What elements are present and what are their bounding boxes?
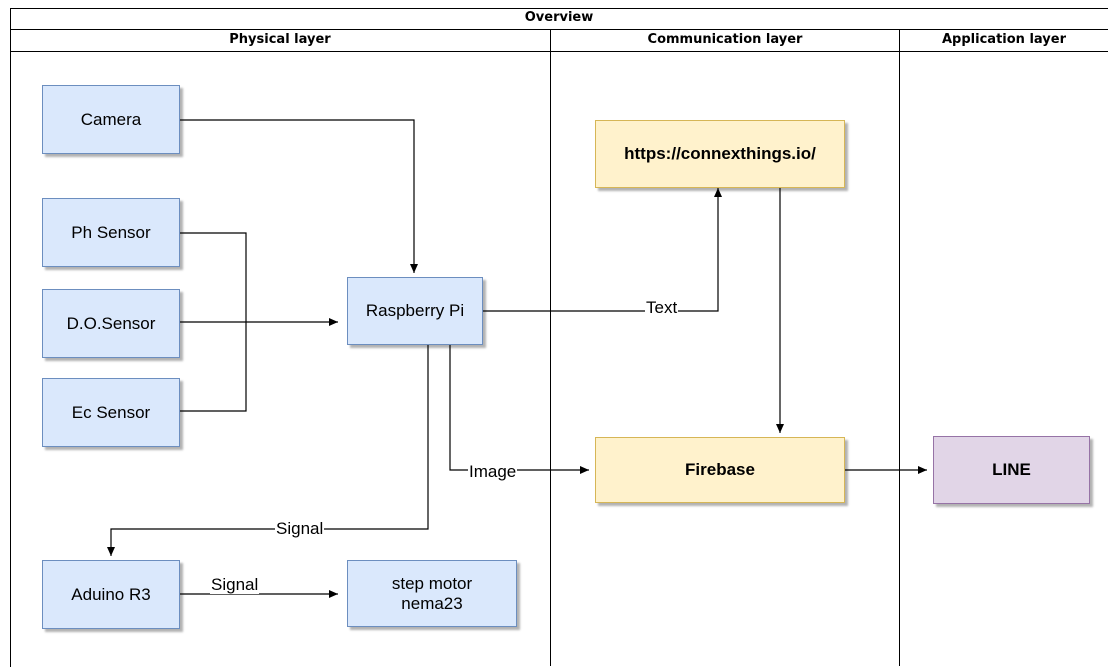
- edge-pi-to-firebase: [449, 345, 589, 474]
- header-divider: [10, 51, 1108, 52]
- node-ph-sensor[interactable]: Ph Sensor: [42, 198, 180, 267]
- node-do-sensor[interactable]: D.O.Sensor: [42, 289, 180, 358]
- node-firebase[interactable]: Firebase: [595, 437, 845, 503]
- node-connexthings[interactable]: https://connexthings.io/: [595, 120, 845, 188]
- step-motor-label-line1: step motor: [391, 573, 473, 593]
- node-line[interactable]: LINE: [933, 436, 1090, 504]
- node-camera[interactable]: Camera: [42, 85, 180, 154]
- edge-camera-to-pi: [180, 119, 418, 273]
- overview-title: Overview: [524, 10, 594, 25]
- edge-pi-to-aduino: [107, 345, 429, 556]
- title-divider: [10, 29, 1108, 30]
- edge-label-text: Text: [645, 298, 679, 317]
- overview-frame: [10, 8, 1108, 667]
- edge-label-image: Image: [468, 462, 518, 481]
- edge-label-signal-pi: Signal: [275, 519, 325, 538]
- edge-label-signal-aduino: Signal: [210, 575, 260, 594]
- node-aduino-r3[interactable]: Aduino R3: [42, 560, 180, 629]
- node-ec-sensor[interactable]: Ec Sensor: [42, 378, 180, 447]
- lane-header-application: Application layer: [942, 32, 1066, 47]
- node-raspberry-pi[interactable]: Raspberry Pi: [347, 277, 483, 345]
- lane-header-physical: Physical layer: [229, 32, 331, 47]
- lane-divider-1: [550, 29, 551, 666]
- edge-pi-to-connexthings: [483, 188, 722, 312]
- step-motor-label-line2: nema23: [401, 593, 463, 613]
- node-step-motor[interactable]: step motor nema23: [347, 560, 517, 627]
- lane-divider-2: [899, 29, 900, 666]
- lane-header-communication: Communication layer: [647, 32, 803, 47]
